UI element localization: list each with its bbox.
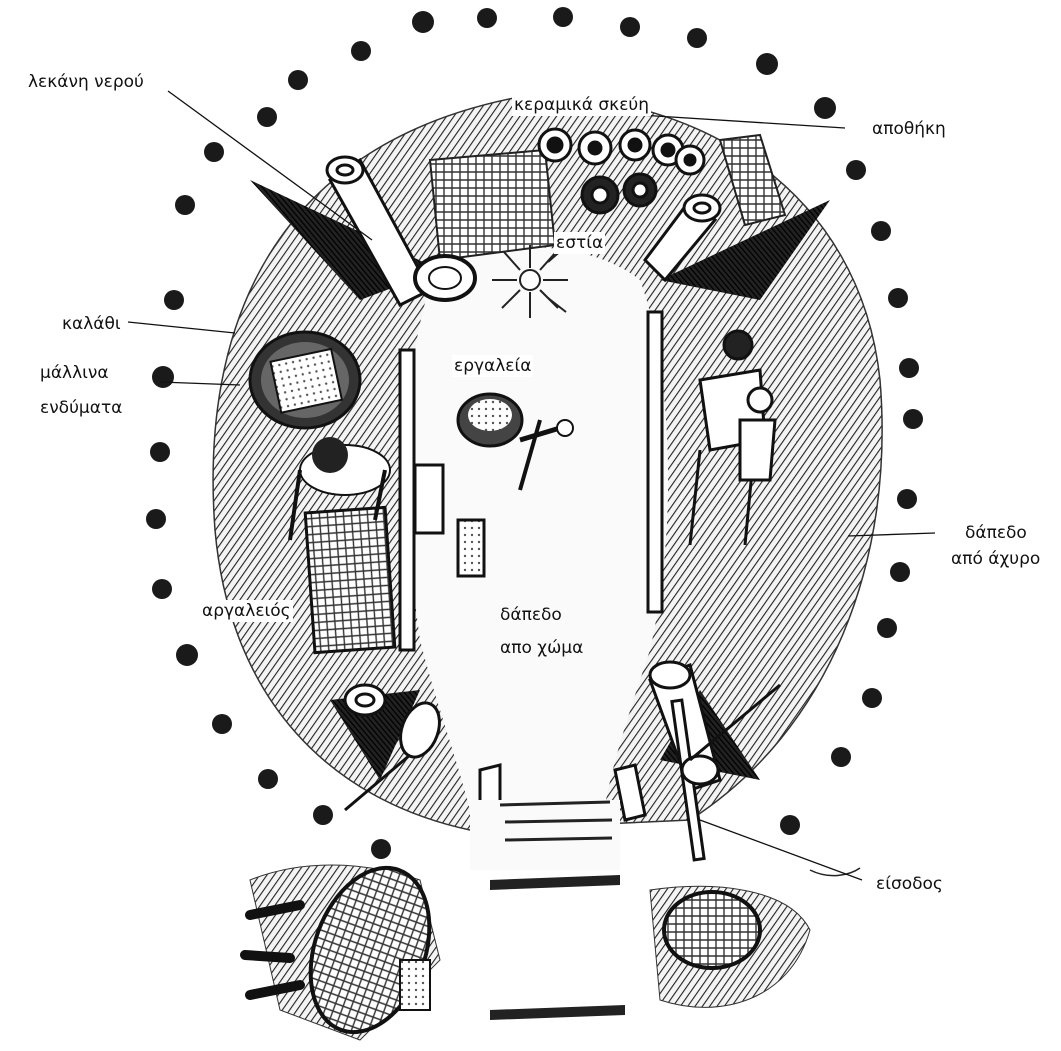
label-wool-clothes-line2: ενδύματα bbox=[40, 397, 122, 419]
entrance-path bbox=[470, 800, 620, 870]
outside-objects bbox=[245, 851, 860, 1048]
basket bbox=[250, 332, 360, 428]
label-basket: καλάθι bbox=[62, 313, 121, 335]
label-water-basin: λεκάνη νερού bbox=[28, 71, 144, 93]
label-entrance: είσοδος bbox=[876, 873, 943, 895]
label-storage: αποθήκη bbox=[872, 118, 946, 140]
reed-mat bbox=[430, 150, 555, 260]
label-tools: εργαλεία bbox=[452, 355, 533, 377]
label-earth-floor-line1: δάπεδο bbox=[500, 604, 562, 626]
label-straw-floor-line2: από άχυρο bbox=[951, 548, 1040, 570]
label-loom: αργαλειός bbox=[200, 600, 293, 622]
label-earth-floor-line2: απο χώμα bbox=[500, 637, 583, 659]
label-wool-clothes-line1: μάλλινα bbox=[40, 362, 109, 384]
label-straw-floor-line1: δάπεδο bbox=[965, 522, 1027, 544]
label-pottery: κεραμικά σκεύη bbox=[512, 94, 651, 116]
water-basin bbox=[415, 256, 475, 300]
label-hearth: εστία bbox=[554, 232, 605, 254]
